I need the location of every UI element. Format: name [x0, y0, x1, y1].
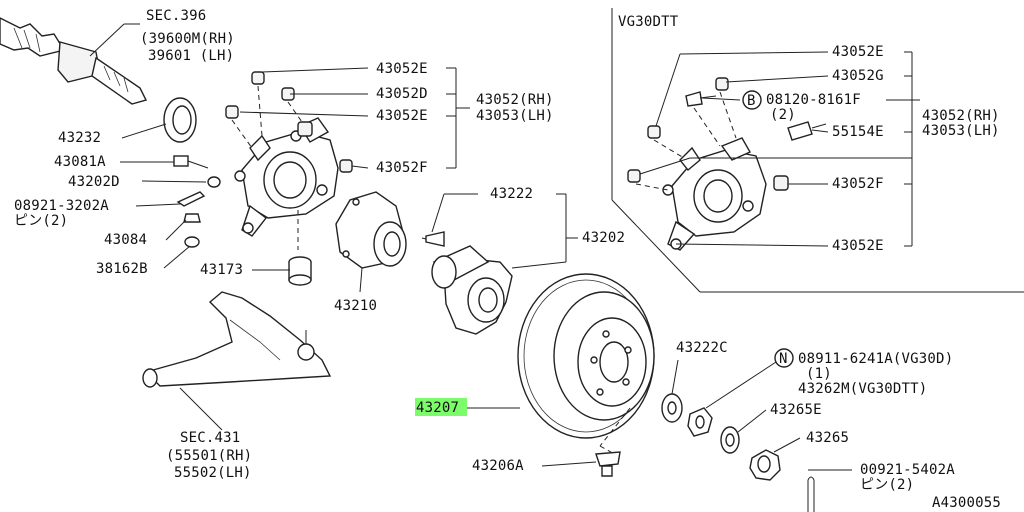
- label-43052e-1: 43052E: [376, 61, 428, 77]
- brake-disc-43207: [517, 273, 655, 439]
- label-43052d: 43052D: [376, 86, 428, 102]
- label-vg-43053-lh: 43053(LH): [922, 123, 1000, 139]
- label-vg-08120-qty: (2): [770, 107, 796, 123]
- label-vg-08120-8161f: 08120-8161F: [766, 92, 861, 108]
- part-labels: SEC.396 (39600M(RH) 39601 (LH) 43232 430…: [14, 8, 1001, 511]
- label-43053-lh: 43053(LH): [476, 108, 554, 124]
- label-08911-qty: (1): [806, 366, 832, 382]
- vg30dtt-guides: [635, 91, 737, 191]
- label-43081a: 43081A: [54, 154, 106, 170]
- label-00921-5402a: 00921-5402A: [860, 462, 955, 478]
- label-43052-rh: 43052(RH): [476, 92, 554, 108]
- label-sec431: SEC.431: [180, 430, 240, 446]
- leader-lines: [89, 23, 920, 471]
- label-vg-43052g: 43052G: [832, 68, 884, 84]
- hub-bolt-43222: [421, 231, 445, 247]
- vg30dtt-housing: [662, 137, 767, 251]
- label-43202: 43202: [582, 230, 625, 246]
- label-43202d: 43202D: [68, 174, 120, 190]
- label-43262m: 43262M(VG30DTT): [798, 381, 927, 397]
- label-43173: 43173: [200, 262, 243, 278]
- label-55502: 55502(LH): [174, 465, 252, 481]
- label-pin-qty-a: ピン(2): [14, 213, 68, 229]
- nut-43265: [749, 449, 781, 481]
- label-vg-55154e: 55154E: [832, 124, 884, 140]
- label-38162b: 38162B: [96, 261, 148, 277]
- cotter-pin-08921: [176, 191, 206, 207]
- diagram-id: A4300055: [932, 495, 1001, 511]
- bolt-reference-badge: B: [742, 90, 762, 110]
- label-39601: 39601 (LH): [148, 48, 234, 64]
- badge-n-text: N: [779, 351, 788, 367]
- oil-seal-43232: [163, 97, 197, 143]
- screw-43206a: [595, 451, 621, 477]
- label-43222c: 43222C: [676, 340, 728, 356]
- label-43265e: 43265E: [770, 402, 822, 418]
- label-43265: 43265: [806, 430, 849, 446]
- label-43052f: 43052F: [376, 160, 428, 176]
- label-08911-6241a: 08911-6241A(VG30D): [798, 351, 953, 367]
- washer-43222c: [661, 393, 683, 423]
- vg30dtt-bushings: [627, 77, 789, 191]
- label-pin-qty-b: ピン(2): [860, 477, 914, 493]
- label-vg-43052-rh: 43052(RH): [922, 108, 1000, 124]
- label-vg-43052f: 43052F: [832, 176, 884, 192]
- axle-flange-43202: [431, 245, 513, 335]
- bushing-set-43052: [225, 71, 353, 173]
- washer-38162b: [184, 236, 200, 248]
- nut-08911: [687, 407, 713, 437]
- disc-guides: [599, 407, 631, 457]
- label-43206a: 43206A: [472, 458, 524, 474]
- nut-43084: [183, 213, 201, 223]
- label-43052e-2: 43052E: [376, 108, 428, 124]
- axle-housing-43052: [234, 117, 339, 237]
- label-55501: (55501(RH): [166, 448, 252, 464]
- hub-43210: [335, 191, 407, 269]
- vg30dtt-sensor-55154e: [787, 121, 827, 141]
- pin-00921: [807, 476, 815, 512]
- badge-b-text: B: [747, 93, 756, 109]
- label-vg-43052e-1: 43052E: [832, 44, 884, 60]
- nut-reference-badge: N: [774, 348, 794, 368]
- washer-43265e: [720, 426, 740, 454]
- drive-shaft-drawing: [0, 17, 148, 105]
- part-highlight: [415, 398, 467, 416]
- label-43232: 43232: [58, 130, 101, 146]
- inset-title: VG30DTT: [618, 14, 679, 30]
- vg30dtt-inset-frame: [611, 8, 1024, 293]
- bolt-43081a: [173, 155, 209, 169]
- label-43210: 43210: [334, 298, 377, 314]
- label-08921-3202a: 08921-3202A: [14, 198, 109, 214]
- label-sec396: SEC.396: [146, 8, 206, 24]
- label-43222: 43222: [490, 186, 533, 202]
- label-43207: 43207: [416, 400, 459, 416]
- bushing-guides: [231, 85, 303, 250]
- bushing-43173: [288, 256, 312, 286]
- washer-43202d: [207, 176, 221, 188]
- label-43084: 43084: [104, 232, 147, 248]
- label-39600m: (39600M(RH): [140, 31, 235, 47]
- label-vg-43052e-2: 43052E: [832, 238, 884, 254]
- lower-arm-55501: [142, 291, 332, 388]
